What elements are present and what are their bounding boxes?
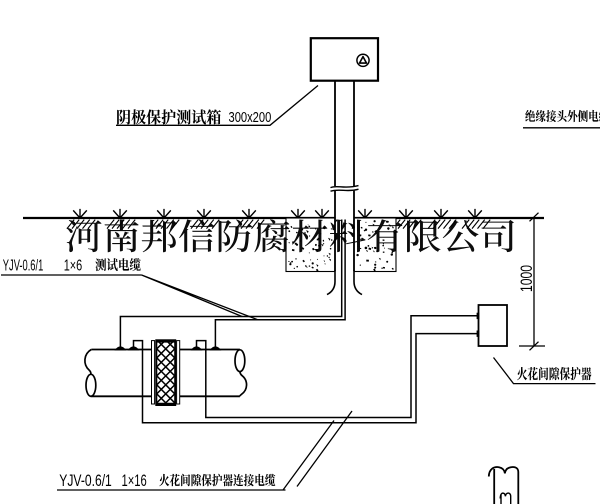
svg-text:1000: 1000: [518, 265, 536, 292]
svg-text:1×6: 1×6: [64, 257, 82, 274]
svg-text:300x200: 300x200: [229, 110, 272, 126]
svg-text:1×16: 1×16: [122, 472, 147, 490]
svg-text:YJV-0.6/1: YJV-0.6/1: [3, 257, 44, 274]
svg-text:YJV-0.6/1: YJV-0.6/1: [59, 472, 112, 490]
